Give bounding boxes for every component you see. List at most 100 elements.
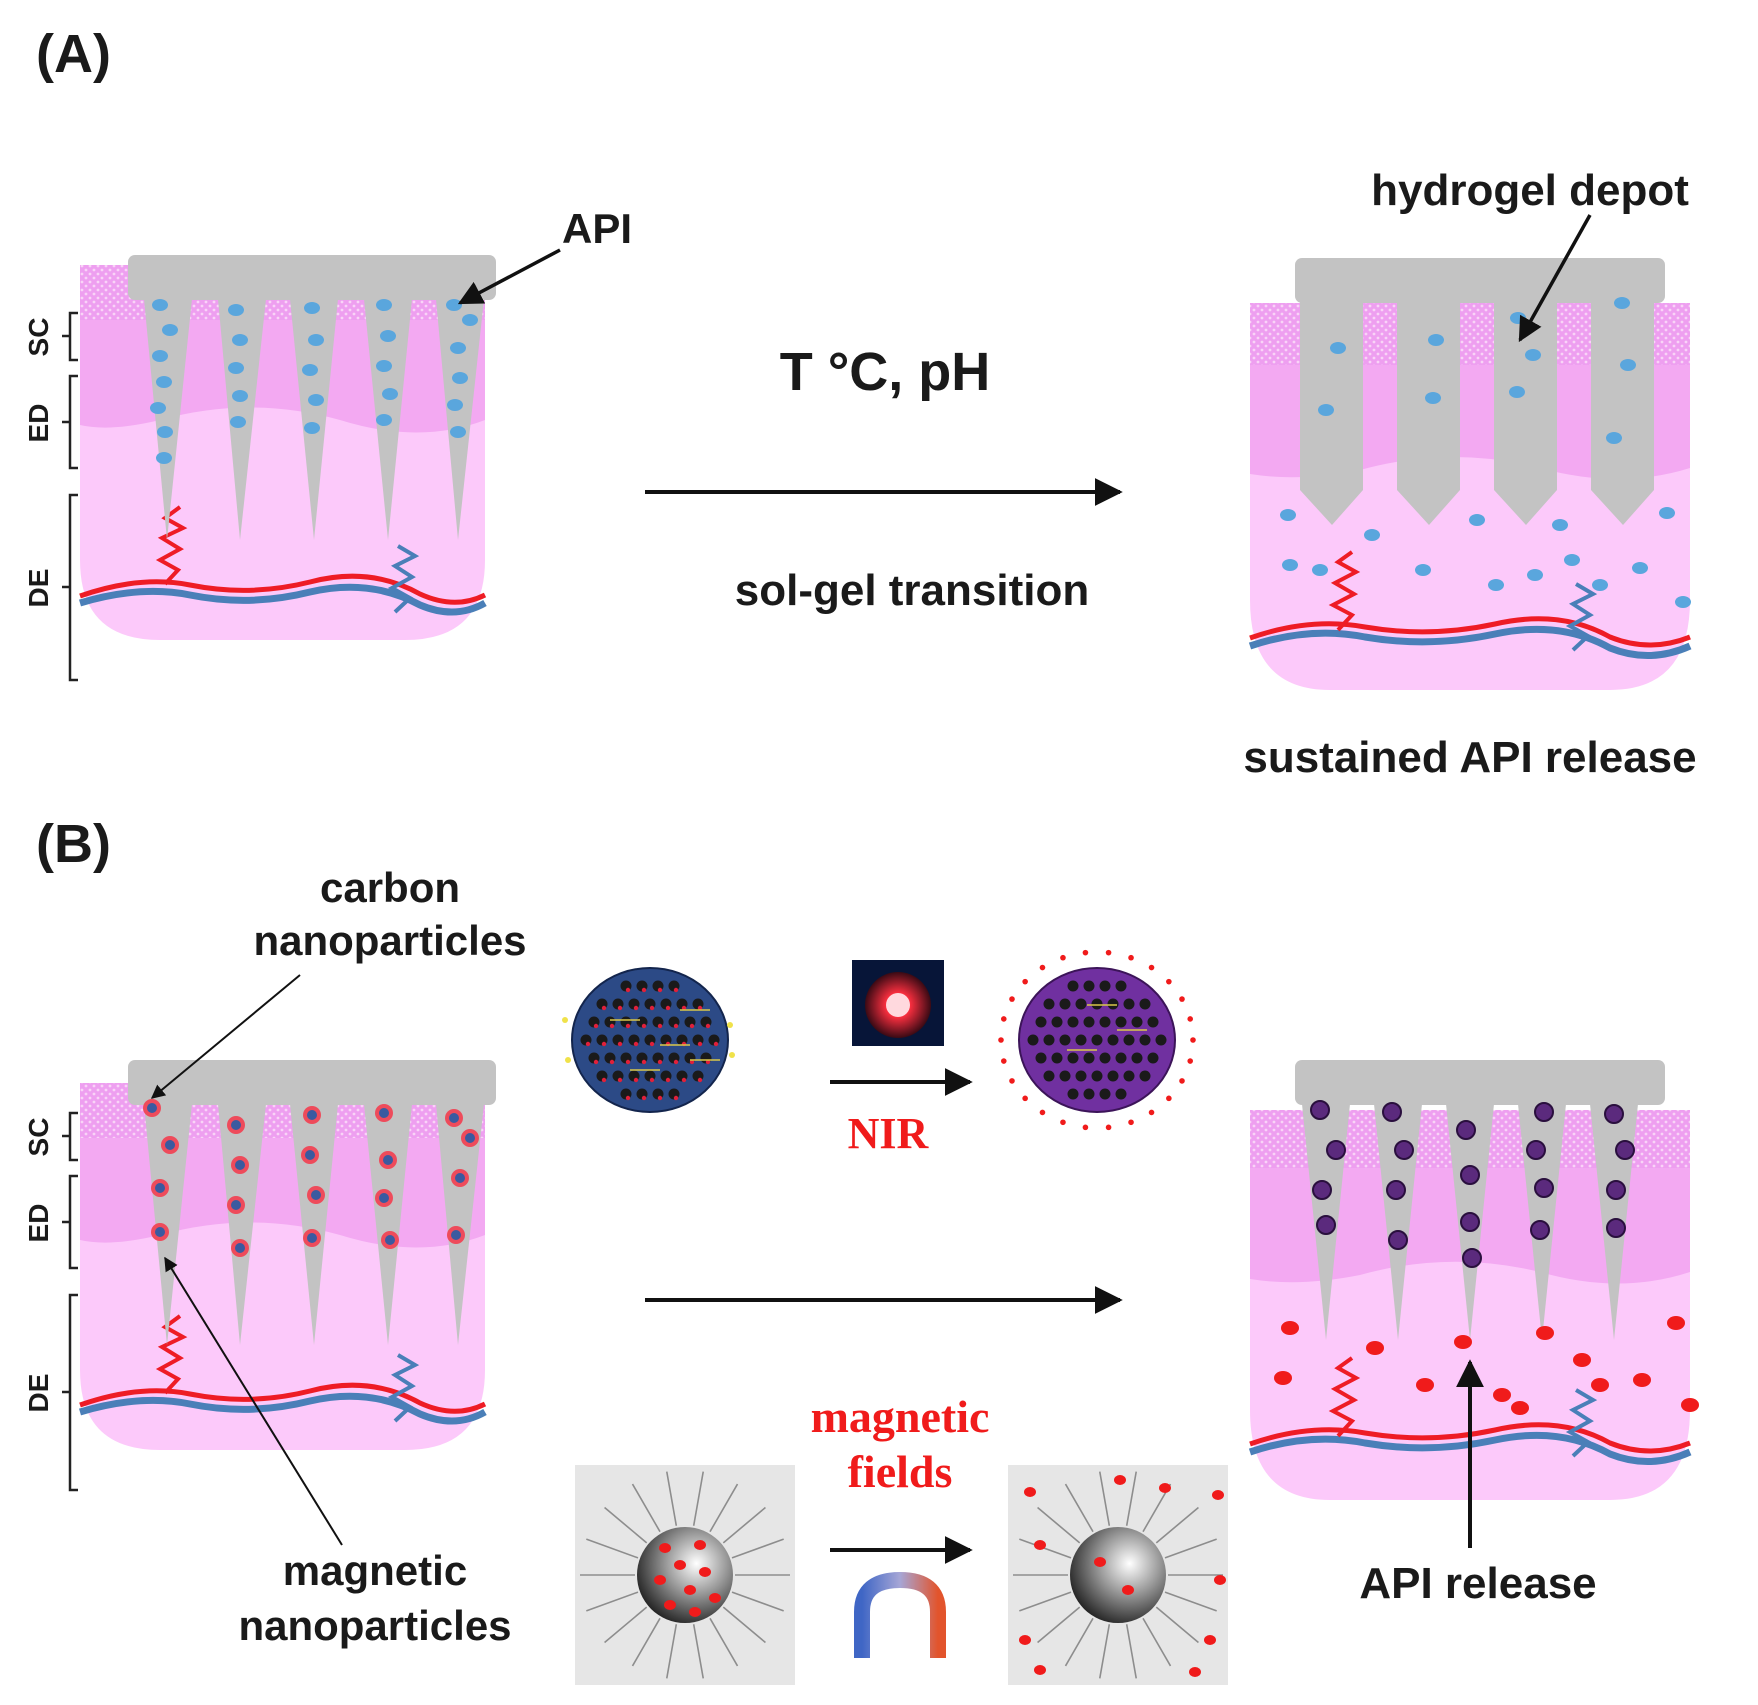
drug-dot bbox=[665, 1005, 671, 1011]
drug-dot bbox=[694, 1540, 706, 1550]
drug-dot bbox=[673, 1023, 679, 1029]
magnetic-fields-label-line2: fields bbox=[848, 1446, 953, 1497]
nanoparticle bbox=[1312, 1180, 1332, 1200]
layer-sc-label-a: SC bbox=[23, 318, 54, 357]
drug-dot bbox=[1114, 1475, 1126, 1485]
nanoparticle-core bbox=[307, 1233, 317, 1243]
microneedle-patch-b1 bbox=[128, 1060, 496, 1345]
api-drop bbox=[1364, 529, 1380, 541]
api-label: API bbox=[562, 205, 632, 252]
skin-block-b1 bbox=[78, 1083, 487, 1450]
released-drug-dot bbox=[1179, 1078, 1185, 1084]
drug-dot bbox=[659, 1543, 671, 1553]
layer-brackets-a bbox=[62, 311, 78, 682]
carbon-dot bbox=[1147, 1052, 1159, 1064]
api-drop bbox=[382, 388, 398, 400]
drug-dot bbox=[654, 1575, 666, 1585]
magnetic-nanoparticle-loaded bbox=[575, 1465, 795, 1685]
drug-dot bbox=[664, 1600, 676, 1610]
skin-block-a1 bbox=[78, 265, 487, 640]
released-nanoparticles-b2 bbox=[1310, 1100, 1635, 1268]
ligand-chain bbox=[1098, 1624, 1111, 1679]
ligand-chain bbox=[604, 1606, 648, 1644]
api-drop bbox=[450, 426, 466, 438]
drug-dot bbox=[1034, 1665, 1046, 1675]
api-release-drop bbox=[1667, 1316, 1685, 1330]
nanoparticles-b1 bbox=[143, 1099, 479, 1257]
released-drug-dot bbox=[1022, 1095, 1028, 1102]
drug-dot bbox=[641, 1059, 647, 1065]
api-drop bbox=[150, 402, 166, 414]
released-drug-dot bbox=[1105, 1124, 1112, 1131]
nanoparticle bbox=[1615, 1140, 1635, 1160]
carbon-dot bbox=[1059, 998, 1071, 1010]
nanoparticle bbox=[1604, 1104, 1624, 1124]
api-drop bbox=[157, 426, 173, 438]
drug-dot bbox=[593, 1059, 599, 1065]
drug-dot bbox=[649, 1077, 655, 1083]
surface-dot bbox=[565, 1057, 571, 1063]
nanoparticle bbox=[1534, 1102, 1554, 1122]
layer-brackets-b bbox=[62, 1111, 78, 1492]
api-drops-a2 bbox=[1280, 297, 1691, 608]
carbon-dot bbox=[1139, 1034, 1151, 1046]
carbon-dot bbox=[1067, 1052, 1079, 1064]
carbon-dot bbox=[1115, 1052, 1127, 1064]
released-drug-dot bbox=[1105, 949, 1112, 956]
released-drug-dot bbox=[1187, 1016, 1194, 1022]
drug-dot bbox=[1024, 1487, 1036, 1497]
ligand-chain bbox=[692, 1471, 705, 1526]
drug-dot bbox=[633, 1077, 639, 1083]
layer-ed-label-a: ED bbox=[23, 404, 54, 443]
nanoparticle-core bbox=[455, 1173, 465, 1183]
nanoparticle-core bbox=[451, 1230, 461, 1240]
carbon-dot bbox=[1107, 1070, 1119, 1082]
surface-dot bbox=[729, 1052, 735, 1058]
drug-dot bbox=[1094, 1557, 1106, 1567]
drug-dot bbox=[1214, 1575, 1226, 1585]
api-release-drop bbox=[1493, 1388, 1511, 1402]
nanoparticle bbox=[1394, 1140, 1414, 1160]
drug-dot bbox=[617, 1041, 623, 1047]
drug-dot bbox=[689, 1023, 695, 1029]
api-release-drop bbox=[1454, 1335, 1472, 1349]
nanoparticle-core bbox=[155, 1183, 165, 1193]
ligand-chain bbox=[665, 1624, 678, 1679]
drug-dot bbox=[617, 1077, 623, 1083]
api-release-drop bbox=[1591, 1378, 1609, 1392]
layer-de-label-b: DE bbox=[23, 1374, 54, 1413]
api-drop bbox=[376, 360, 392, 372]
ligand-chain bbox=[586, 1591, 639, 1612]
carbon-dot bbox=[1067, 980, 1079, 992]
released-drug-dot bbox=[1148, 964, 1155, 971]
ligand-chain bbox=[731, 1591, 784, 1612]
nanoparticle bbox=[1456, 1120, 1476, 1140]
carbon-dot bbox=[1123, 998, 1135, 1010]
carbon-dot bbox=[1075, 1070, 1087, 1082]
carbon-dot bbox=[1099, 1052, 1111, 1064]
layer-de-label-a: DE bbox=[23, 569, 54, 608]
released-drug-dot bbox=[1039, 964, 1046, 971]
nanoparticle bbox=[1460, 1212, 1480, 1232]
api-drop bbox=[1527, 569, 1543, 581]
drug-dot bbox=[625, 1023, 631, 1029]
drug-dot bbox=[593, 1023, 599, 1029]
drug-dot bbox=[1212, 1490, 1224, 1500]
drug-dot bbox=[1204, 1635, 1216, 1645]
ligand-chain bbox=[1037, 1606, 1081, 1644]
ligand-chain bbox=[1064, 1617, 1094, 1667]
api-release-drop bbox=[1511, 1401, 1529, 1415]
drug-dot bbox=[633, 1041, 639, 1047]
nanoparticle bbox=[1386, 1180, 1406, 1200]
nanoparticle-core bbox=[465, 1133, 475, 1143]
carbon-dot bbox=[1115, 1088, 1127, 1100]
carbon-nanoparticle-heated bbox=[998, 949, 1196, 1131]
api-drop bbox=[1488, 579, 1504, 591]
api-drop bbox=[1614, 297, 1630, 309]
drug-dot bbox=[673, 1059, 679, 1065]
carbon-dot bbox=[1147, 1016, 1159, 1028]
carbon-dot bbox=[1035, 1052, 1047, 1064]
magnetic-np-label-line2: nanoparticles bbox=[238, 1602, 511, 1649]
drug-dot bbox=[689, 1059, 695, 1065]
